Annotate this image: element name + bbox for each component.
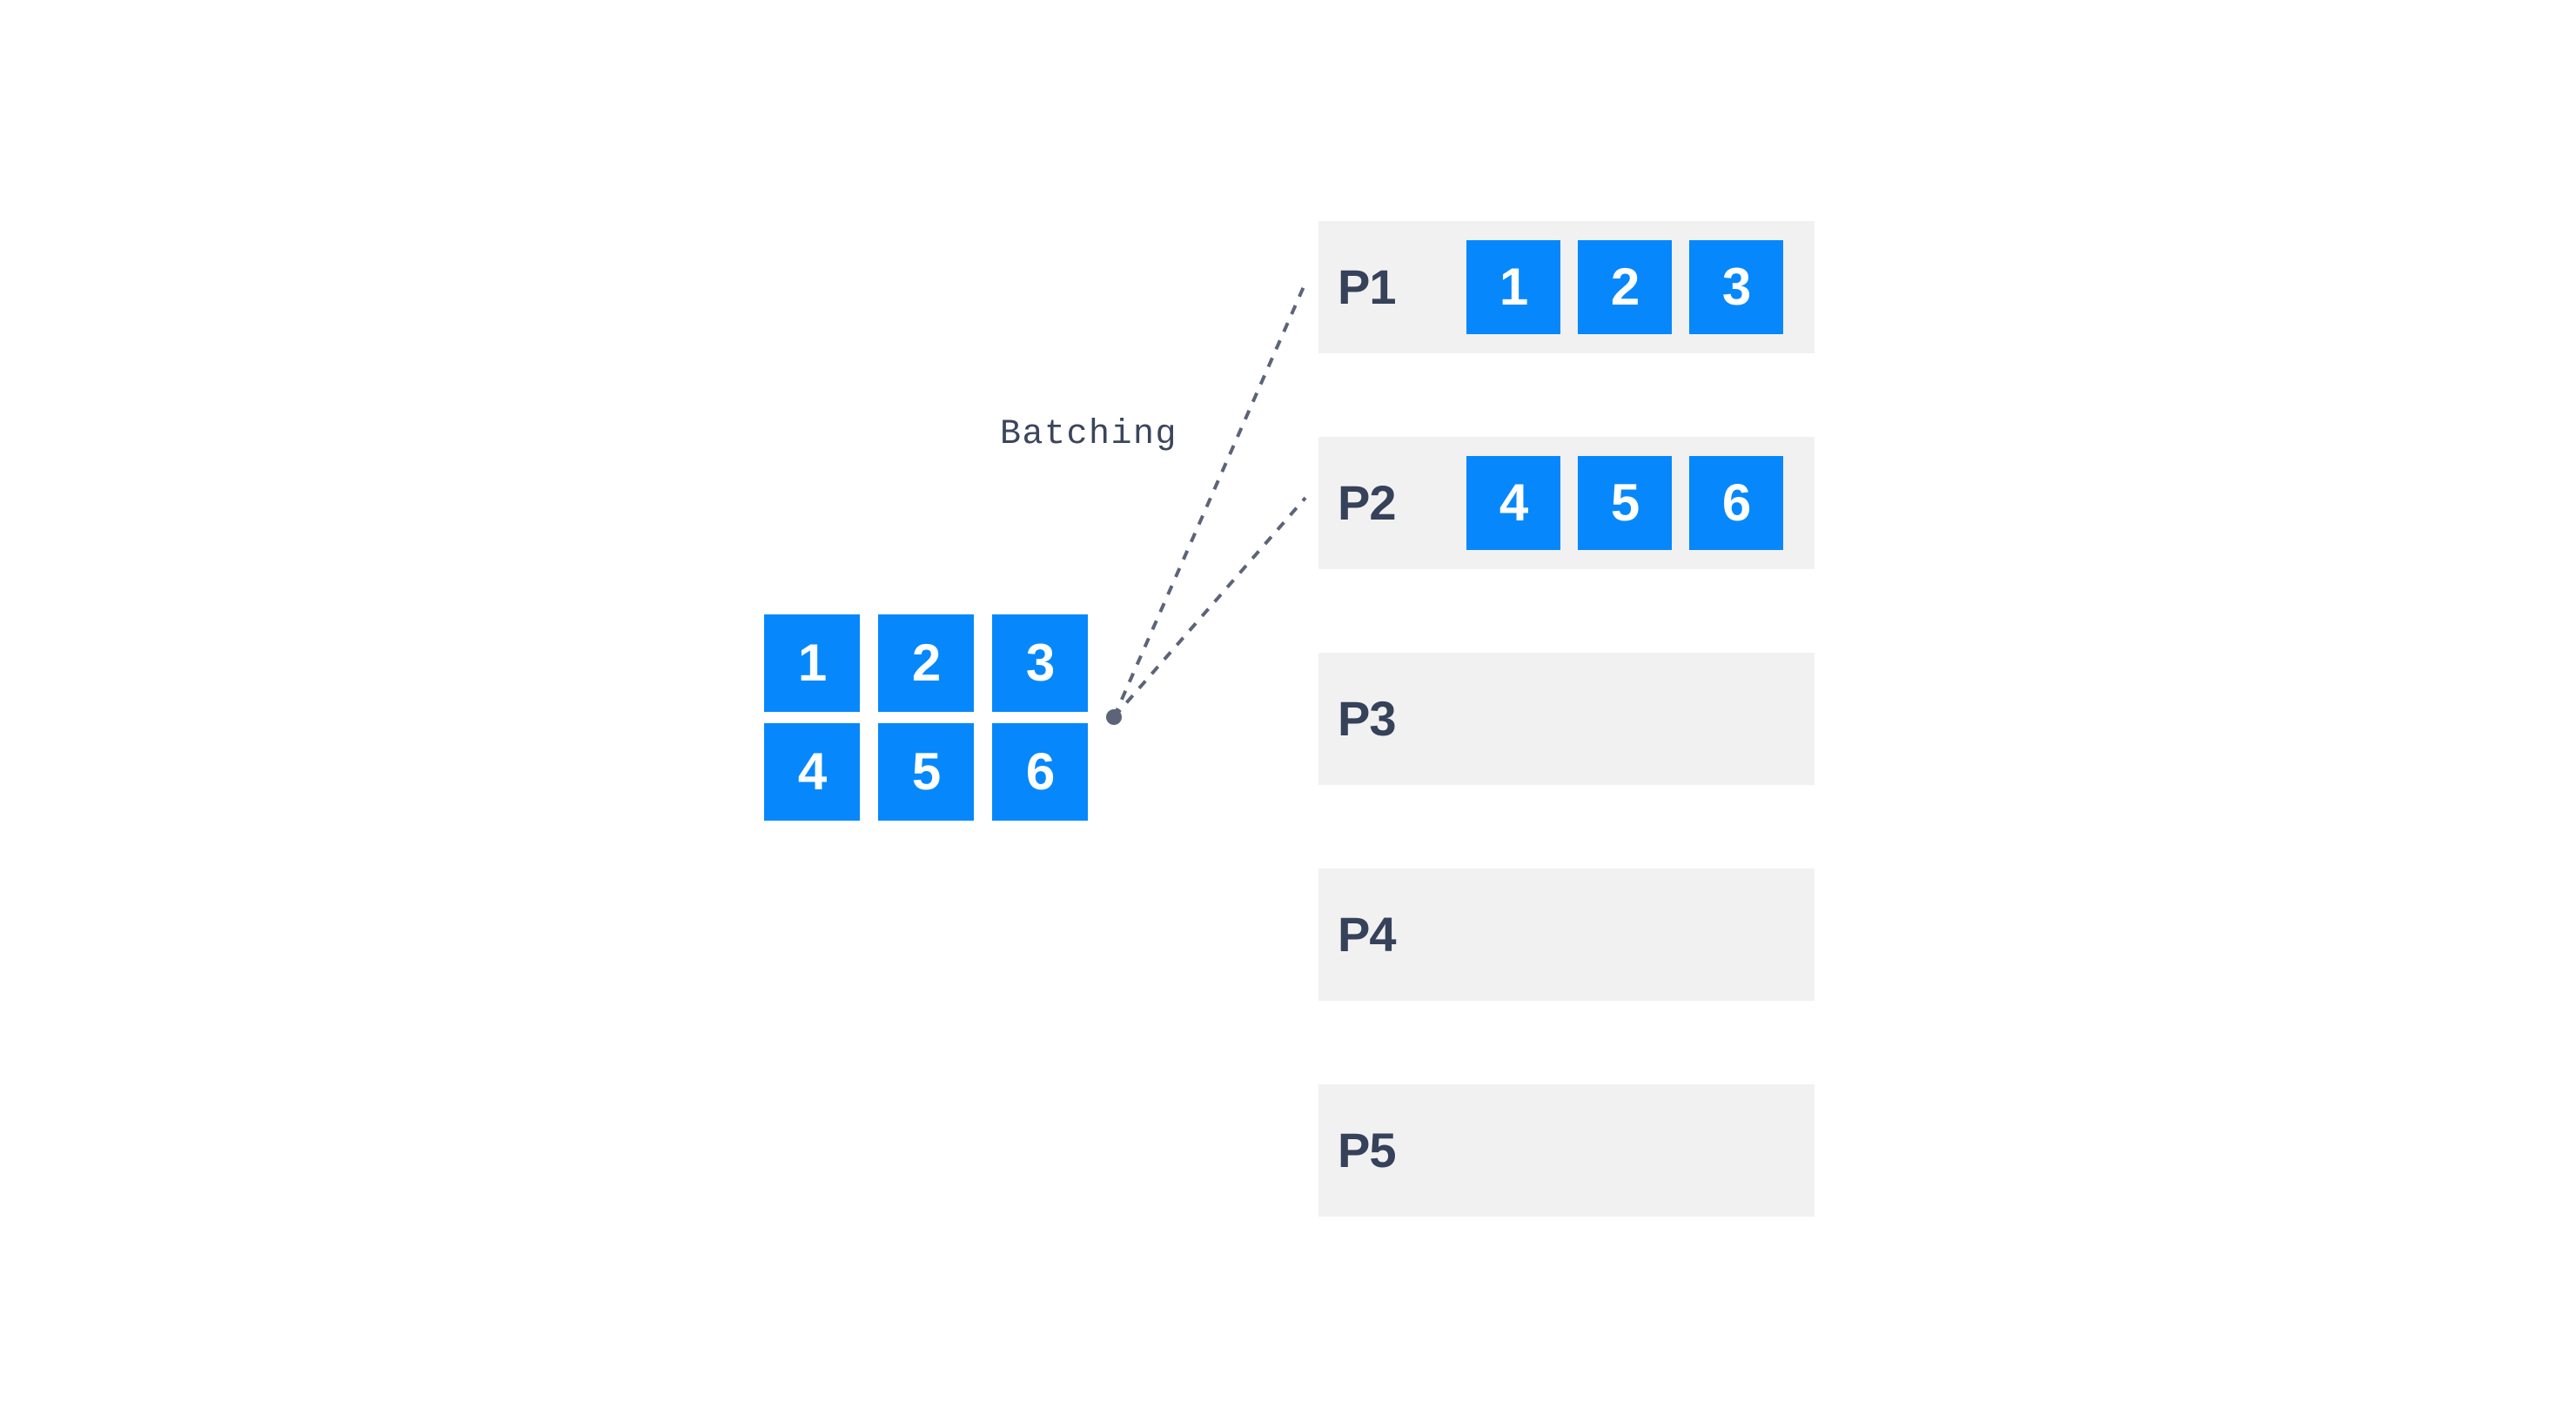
- message-tile: 3: [1689, 240, 1783, 334]
- connector-to-p2: [1112, 496, 1307, 719]
- message-tile: 1: [1466, 240, 1560, 334]
- batch-origin-dot: [1106, 709, 1122, 725]
- partition-label: P4: [1338, 907, 1397, 962]
- source-message-tile: 6: [992, 723, 1088, 821]
- partition-row-p5: P5: [1318, 1084, 1815, 1217]
- source-message-tile: 2: [878, 614, 974, 712]
- partition-row-p2: P2 4 5 6: [1318, 437, 1815, 569]
- batching-caption: Batching: [1000, 415, 1178, 454]
- partition-label: P1: [1338, 259, 1397, 314]
- partition-label: P2: [1338, 475, 1397, 530]
- partition-label: P5: [1338, 1123, 1397, 1177]
- partition-row-p3: P3: [1318, 653, 1815, 785]
- source-message-tile: 1: [764, 614, 860, 712]
- source-message-tile: 4: [764, 723, 860, 821]
- partition-row-p1: P1 1 2 3: [1318, 221, 1815, 353]
- partition-messages: 4 5 6: [1466, 456, 1783, 550]
- source-message-tile: 5: [878, 723, 974, 821]
- message-tile: 6: [1689, 456, 1783, 550]
- connector-to-p1: [1112, 282, 1307, 718]
- message-tile: 4: [1466, 456, 1560, 550]
- message-tile: 2: [1578, 240, 1672, 334]
- partition-label: P3: [1338, 691, 1397, 746]
- partition-row-p4: P4: [1318, 869, 1815, 1001]
- partition-messages: 1 2 3: [1466, 240, 1783, 334]
- source-message-batch: 1 2 3 4 5 6: [764, 614, 1088, 821]
- message-tile: 5: [1578, 456, 1672, 550]
- source-message-tile: 3: [992, 614, 1088, 712]
- partition-list: P1 1 2 3 P2 4 5 6 P3 P4 P5: [1318, 221, 1815, 1217]
